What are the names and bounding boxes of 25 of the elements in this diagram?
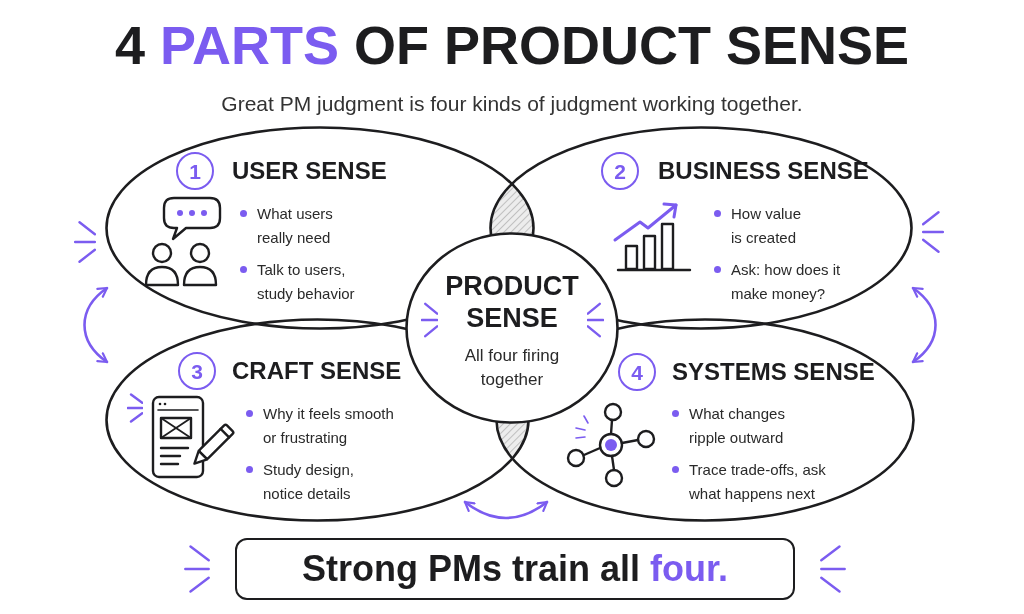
step-number: 3	[178, 352, 216, 390]
bullet-text: Trace trade-offs, ask what happens next	[689, 461, 826, 502]
step-number: 4	[618, 353, 656, 391]
center-circle	[405, 232, 619, 424]
curved-double-arrow	[911, 286, 937, 364]
center-text: All four firing together	[464, 346, 560, 389]
subtitle: Great PM judgment is four kinds of judgment working together.	[221, 91, 803, 117]
curved-double-arrow	[83, 286, 109, 364]
curved-double-arrow	[463, 500, 549, 520]
section-heading: CRAFT SENSE	[232, 357, 402, 385]
bullet-text: Why it feels smooth or frustrating	[263, 405, 394, 446]
bullet-text: Ask: how does it make money?	[731, 261, 841, 302]
bullet-text: What users really need	[257, 205, 333, 246]
step-number: 1	[176, 152, 214, 190]
bullet-text: How value is created	[731, 205, 802, 246]
title: 4 PARTS OF PRODUCT SENSE	[114, 14, 910, 76]
bullet-text: What changes ripple outward	[689, 405, 785, 446]
section-heading: USER SENSE	[232, 157, 387, 185]
section-heading: SYSTEMS SENSE	[672, 358, 875, 386]
section-heading: BUSINESS SENSE	[658, 157, 869, 185]
center-heading: PRODUCT SENSE	[445, 271, 579, 333]
bullet-text: Talk to users, study behavior	[257, 261, 355, 302]
step-number: 2	[601, 152, 639, 190]
takeaway-banner: Strong PMs train all four.	[235, 538, 795, 600]
bullet-text: Study design, notice details	[263, 461, 354, 502]
